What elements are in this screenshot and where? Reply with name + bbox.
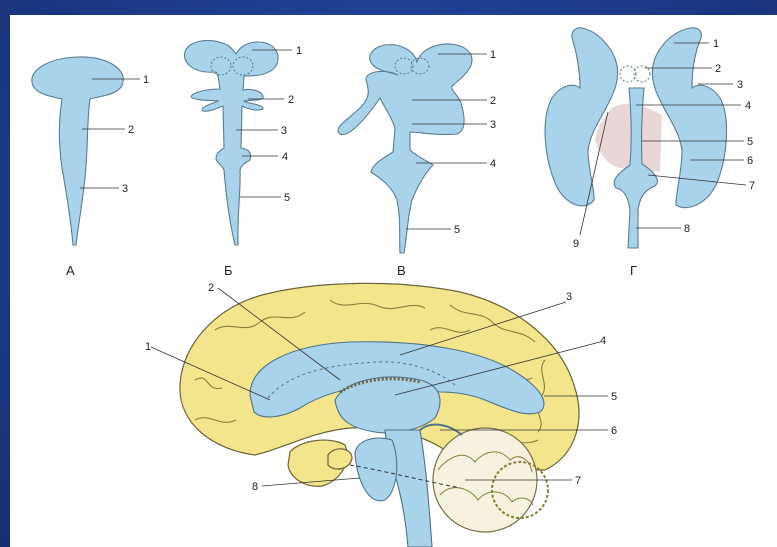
caption-a: А [66, 263, 75, 278]
brain-label-3: 3 [566, 291, 572, 303]
stage-c-label-3: 3 [490, 119, 496, 131]
stage-d-label-4: 4 [745, 100, 751, 112]
stage-a-label-1: 1 [143, 74, 149, 86]
stage-c-label-4: 4 [490, 158, 496, 170]
stage-a-label-3: 3 [122, 183, 128, 195]
caption-b: Б [224, 263, 233, 278]
stage-c-label-1: 1 [490, 49, 496, 61]
stage-c-vesicles: 1 2 3 4 5 В [338, 44, 496, 278]
brain-label-4: 4 [600, 335, 606, 347]
stage-d-label-9: 9 [573, 238, 579, 250]
caption-c: В [397, 263, 406, 278]
stage-a-neural-tube: 1 2 3 А [32, 57, 149, 278]
stage-b-label-5: 5 [284, 192, 290, 204]
stage-d-label-1: 1 [713, 38, 719, 50]
brain-label-5: 5 [611, 391, 617, 403]
brain-label-1: 1 [145, 341, 151, 353]
stage-d-label-5: 5 [747, 136, 753, 148]
stage-d-label-3: 3 [737, 79, 743, 91]
brain-label-6: 6 [611, 425, 617, 437]
stage-d-label-2: 2 [715, 63, 721, 75]
stage-b-label-4: 4 [282, 151, 288, 163]
stage-b-label-1: 1 [296, 45, 302, 57]
stage-a-label-2: 2 [128, 124, 134, 136]
stage-d-vesicles: 1 2 3 4 5 6 7 8 9 Г [545, 28, 755, 278]
stage-d-label-7: 7 [749, 180, 755, 192]
stage-d-label-6: 6 [747, 155, 753, 167]
stage-c-label-5: 5 [454, 224, 460, 236]
stage-c-label-2: 2 [490, 95, 496, 107]
stage-d-label-8: 8 [684, 223, 690, 235]
stage-b-label-3: 3 [281, 125, 287, 137]
brain-label-8: 8 [252, 481, 258, 493]
adult-brain-sagittal-section: 1 2 3 4 5 6 7 8 [145, 282, 617, 547]
stage-b-five-vesicles: 1 2 3 4 5 Б [185, 41, 303, 278]
brain-label-2: 2 [208, 282, 214, 294]
stage-b-label-2: 2 [288, 94, 294, 106]
brain-label-7: 7 [575, 475, 581, 487]
caption-d: Г [630, 263, 637, 278]
